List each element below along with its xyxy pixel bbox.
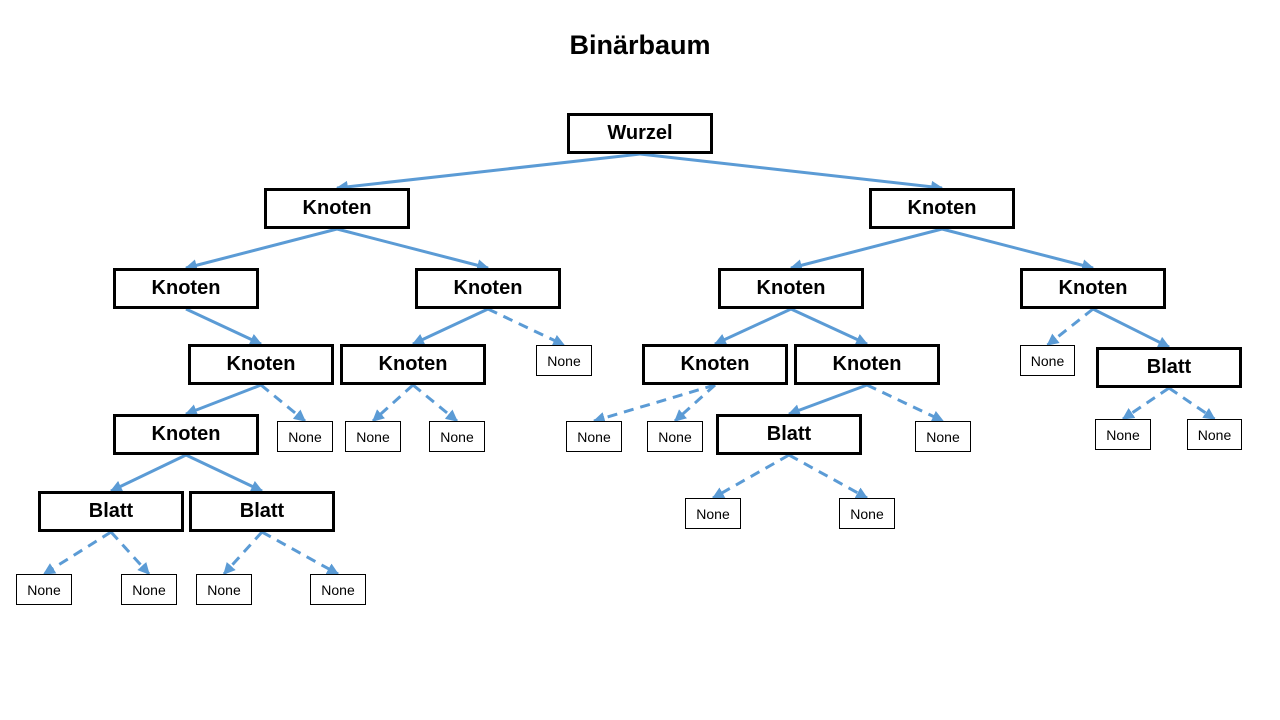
edge-b222-n2221 — [1122, 386, 1170, 421]
edge-b11211-n112111 — [42, 530, 112, 576]
edge-b11212-n112122 — [261, 530, 340, 576]
edge-b222-n2222 — [1168, 386, 1216, 421]
inner-node-k112: Knoten — [188, 344, 334, 385]
none-node-n2222: None — [1187, 419, 1242, 450]
diagram-title: Binärbaum — [569, 30, 711, 60]
none-node-n21211: None — [685, 498, 741, 529]
none-node-n2221: None — [1095, 419, 1151, 450]
none-node-n112122: None — [310, 574, 366, 605]
edge-k112-n1122 — [260, 383, 306, 423]
inner-node-k1: Knoten — [264, 188, 410, 229]
none-node-n221: None — [1020, 345, 1075, 376]
edge-b2121-n21211 — [711, 453, 790, 500]
edge-b11212-n112121 — [222, 530, 264, 576]
edge-k121-n1212 — [412, 383, 458, 423]
leaf-node-b11211: Blatt — [38, 491, 184, 532]
edge-k12-n122 — [487, 307, 566, 347]
inner-node-k1121: Knoten — [113, 414, 259, 455]
none-node-n112111: None — [16, 574, 72, 605]
none-node-n112112: None — [121, 574, 177, 605]
inner-node-k121: Knoten — [340, 344, 486, 385]
none-node-n2112: None — [647, 421, 703, 452]
edge-k1121-b11212 — [185, 453, 264, 493]
none-node-n1122: None — [277, 421, 333, 452]
none-node-n112121: None — [196, 574, 252, 605]
edge-k1-k12 — [336, 227, 490, 272]
inner-node-k21: Knoten — [718, 268, 864, 309]
inner-node-k212: Knoten — [794, 344, 940, 385]
none-node-n21212: None — [839, 498, 895, 529]
edge-k121-n1211 — [371, 383, 415, 423]
none-node-n2111: None — [566, 421, 622, 452]
inner-node-k22: Knoten — [1020, 268, 1166, 309]
none-node-n2122: None — [915, 421, 971, 452]
edge-k2-k22 — [941, 227, 1095, 272]
none-node-n1212: None — [429, 421, 485, 452]
inner-node-k11: Knoten — [113, 268, 259, 309]
edge-k21-k212 — [790, 307, 869, 346]
edge-k2-k21 — [789, 227, 943, 272]
edge-k22-n221 — [1046, 307, 1094, 347]
inner-node-k2: Knoten — [869, 188, 1015, 229]
edge-b2121-n21212 — [788, 453, 869, 500]
leaf-node-b222: Blatt — [1096, 347, 1242, 388]
edge-k1-k11 — [184, 227, 338, 272]
edge-k22-b222 — [1092, 307, 1171, 349]
leaf-node-b11212: Blatt — [189, 491, 335, 532]
edge-k12-k121 — [411, 307, 489, 346]
edge-k112-k1121 — [184, 383, 262, 416]
edge-k11-k112 — [185, 307, 263, 346]
none-node-n1211: None — [345, 421, 401, 452]
root-node-root: Wurzel — [567, 113, 713, 154]
none-node-n122: None — [536, 345, 592, 376]
edge-k211-n2112 — [673, 383, 717, 423]
edge-k211-n2111 — [592, 383, 716, 424]
edge-root-k1 — [335, 152, 641, 193]
edge-b11211-n112112 — [109, 530, 151, 576]
leaf-node-b2121: Blatt — [716, 414, 862, 455]
edge-root-k2 — [639, 152, 944, 193]
edge-k212-n2122 — [866, 383, 945, 423]
edge-k1121-b11211 — [109, 453, 187, 493]
inner-node-k211: Knoten — [642, 344, 788, 385]
edge-k21-k211 — [713, 307, 792, 346]
inner-node-k12: Knoten — [415, 268, 561, 309]
edge-k212-b2121 — [787, 383, 868, 416]
